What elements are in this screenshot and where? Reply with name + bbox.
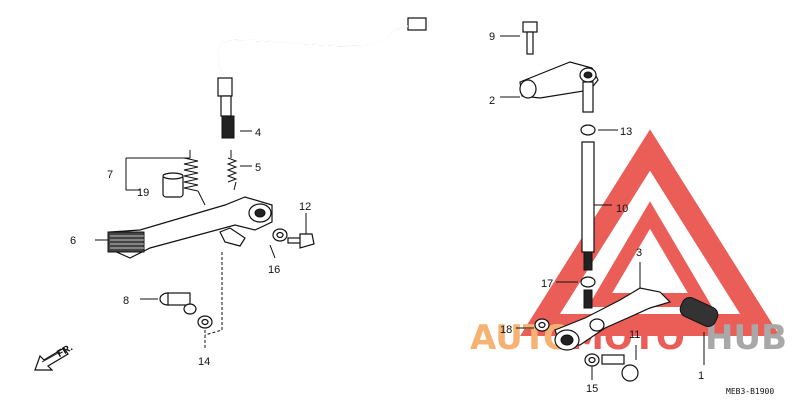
callout-1: 1 xyxy=(698,370,704,382)
switch-rod xyxy=(220,95,232,117)
pivot-bolt-8 xyxy=(140,292,197,315)
front-direction-arrow: FR. xyxy=(34,342,75,371)
callout-16: 16 xyxy=(268,264,280,276)
diagram-code: MEB3-B1900 xyxy=(726,387,774,396)
callout-12: 12 xyxy=(299,201,311,213)
washer-14 xyxy=(197,315,213,329)
pedal-spring-7 xyxy=(183,150,206,206)
switch-body xyxy=(217,77,233,97)
callout-7: 7 xyxy=(107,169,113,181)
gearshift-pedal-3 xyxy=(554,262,719,351)
washer-16 xyxy=(272,228,288,242)
bolt-9 xyxy=(500,21,538,55)
gearshift-arm-2 xyxy=(500,61,599,113)
callout-18: 18 xyxy=(500,324,512,336)
brake-pedal-6 xyxy=(95,196,273,259)
callout-5: 5 xyxy=(255,162,261,174)
callout-19: 19 xyxy=(137,187,149,199)
watermark: AUT O MOTO HUB xyxy=(470,129,787,358)
callout-4: 4 xyxy=(255,127,261,139)
callout-8: 8 xyxy=(123,295,129,307)
cable-connector xyxy=(407,17,427,31)
watermark-outer-triangle xyxy=(520,129,780,336)
callout-13: 13 xyxy=(620,126,632,138)
front-direction-label: FR. xyxy=(55,342,75,360)
callout-17: 17 xyxy=(541,278,553,290)
callout-6: 6 xyxy=(70,235,76,247)
nut-13 xyxy=(580,124,618,136)
bolt-12 xyxy=(287,213,315,249)
callout-11: 11 xyxy=(629,329,640,341)
tie-rod-10 xyxy=(581,141,612,271)
watermark-text-prefix: AUT xyxy=(470,318,547,358)
watermark-inner-triangle xyxy=(587,201,713,307)
watermark-text-suffix: HUB xyxy=(705,318,787,358)
callout-2: 2 xyxy=(489,95,495,107)
callout-10: 10 xyxy=(616,203,628,215)
washer-18 xyxy=(516,318,550,332)
bolt-11 xyxy=(601,345,639,382)
pedal-return-spring-5 xyxy=(226,150,252,191)
washer-15 xyxy=(584,353,600,380)
switch-thread xyxy=(221,115,235,139)
brake-switch-cable xyxy=(217,17,427,139)
nut-17 xyxy=(556,276,596,288)
callout-3: 3 xyxy=(636,247,642,259)
callout-14: 14 xyxy=(198,356,210,368)
callout-9: 9 xyxy=(489,31,495,43)
callout-15: 15 xyxy=(586,383,598,395)
collar-19 xyxy=(162,172,184,198)
